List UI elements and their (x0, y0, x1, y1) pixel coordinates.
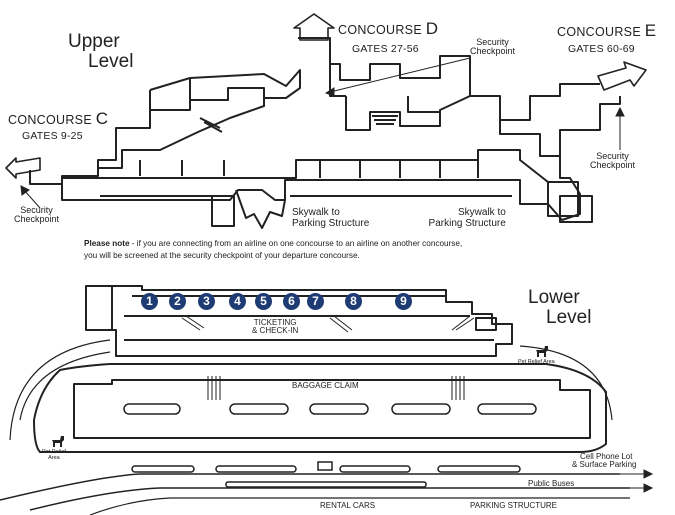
upper-level-title: Upper Level (68, 31, 134, 72)
concourse-e-label: CONCOURSE E (557, 21, 657, 40)
lower-level-title: Lower Level (528, 287, 592, 328)
pet-relief-right-label: Pet Relief Area (518, 359, 555, 365)
connection-note: Please note - if you are connecting from… (84, 239, 463, 260)
skywalk-left-label: Skywalk to Parking Structure (292, 207, 370, 229)
pet-relief-left-label: Pet Relief Area (42, 449, 66, 461)
concourse-c-label: CONCOURSE C (8, 109, 109, 128)
cell-phone-lot-label: Cell Phone Lot & Surface Parking (572, 452, 637, 470)
concourse-d-arrow (293, 13, 335, 41)
baggage-claim-label: BAGGAGE CLAIM (292, 381, 359, 390)
ticket-counter-7: 7 (307, 293, 324, 310)
ticketing-label: TICKETING & CHECK-IN (252, 318, 299, 336)
concourse-d-gates: GATES 27-56 (352, 43, 419, 55)
ticket-counter-6: 6 (283, 293, 300, 310)
ticket-counter-5: 5 (255, 293, 272, 310)
parking-structure-label: PARKING STRUCTURE (470, 501, 557, 510)
security-checkpoint-d-label: Security Checkpoint (470, 37, 516, 57)
upper-level-building (29, 37, 621, 229)
concourse-e-arrow (597, 61, 647, 91)
concourse-d-label: CONCOURSE D (338, 19, 439, 38)
public-buses-label: Public Buses (528, 479, 575, 488)
ticket-counter-9: 9 (395, 293, 412, 310)
concourse-c-arrow (5, 157, 41, 179)
ticket-counter-8: 8 (345, 293, 362, 310)
dog-icon (535, 346, 548, 357)
ticket-counter-1: 1 (141, 293, 158, 310)
baggage-claim-building (33, 363, 607, 453)
security-checkpoint-c-label: Security Checkpoint (14, 205, 60, 225)
rental-cars-label: RENTAL CARS (320, 501, 376, 510)
dog-icon (51, 436, 64, 447)
security-checkpoint-e-label: Security Checkpoint (590, 151, 636, 171)
baggage-carousels (123, 403, 537, 415)
ticket-counter-3: 3 (198, 293, 215, 310)
concourse-c-gates: GATES 9-25 (22, 130, 83, 142)
skywalk-right-label: Skywalk to Parking Structure (428, 207, 506, 229)
ticket-counter-4: 4 (229, 293, 246, 310)
ticket-counter-2: 2 (169, 293, 186, 310)
concourse-e-gates: GATES 60-69 (568, 43, 635, 55)
